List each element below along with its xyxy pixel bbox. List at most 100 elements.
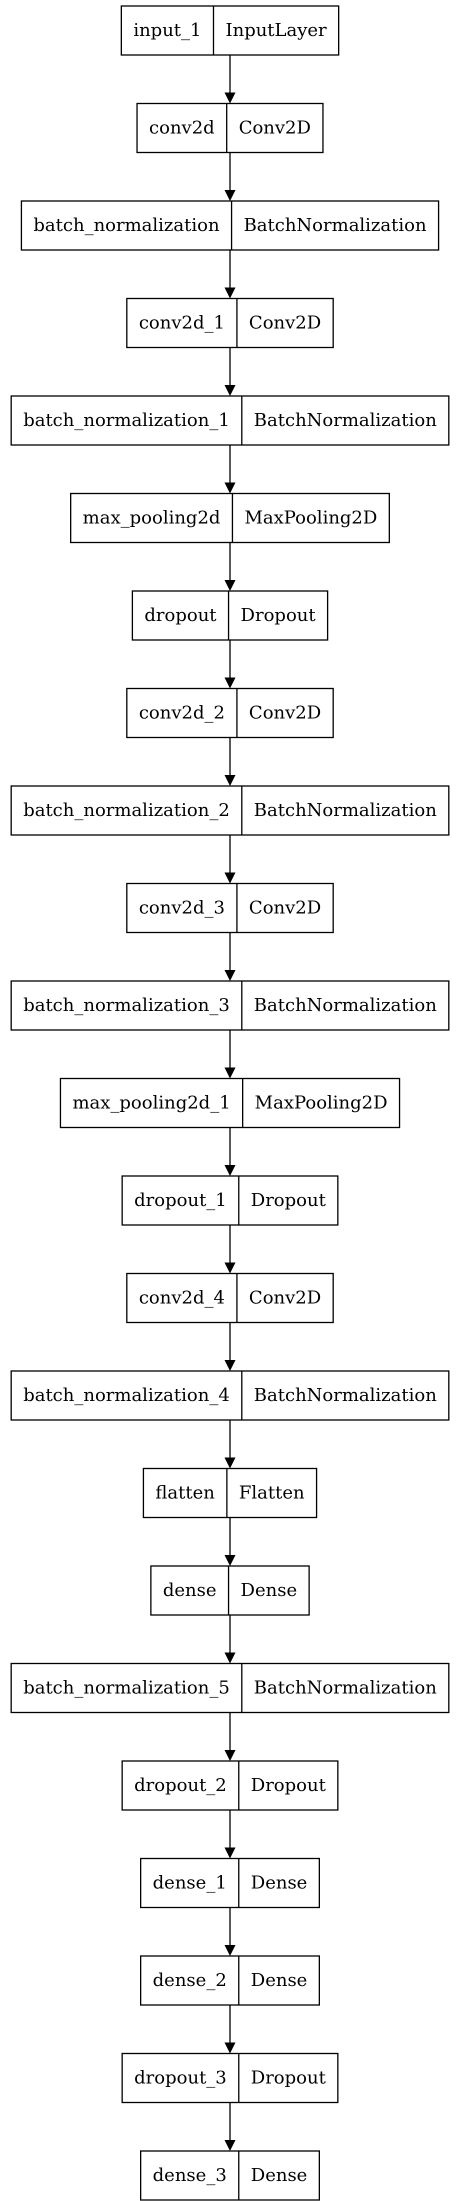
edge-arrow bbox=[224, 1127, 236, 1176]
edge-arrow bbox=[224, 1712, 236, 1761]
layer-node-box bbox=[10, 785, 450, 836]
layer-node-dense: dense Dense bbox=[150, 1565, 310, 1616]
arrowhead-icon bbox=[224, 2140, 236, 2151]
layer-node-box bbox=[10, 980, 450, 1031]
arrowhead-icon bbox=[224, 872, 236, 884]
layer-node-dense_1: dense_1 Dense bbox=[140, 1857, 320, 1909]
edge-arrow bbox=[224, 542, 236, 591]
edge-arrow bbox=[224, 2005, 236, 2054]
layer-node-box bbox=[140, 1955, 320, 2006]
arrowhead-icon bbox=[224, 92, 236, 104]
arrowhead-icon bbox=[224, 1165, 236, 1176]
arrowhead-icon bbox=[224, 1457, 236, 1469]
layer-type-label: BatchNormalization bbox=[254, 995, 437, 1016]
layer-node-dropout_2: dropout_2 Dropout bbox=[121, 1760, 339, 1811]
layer-node-conv2d_4: conv2d_4 Conv2D bbox=[126, 1272, 334, 1324]
layer-type-label: Conv2D bbox=[249, 313, 321, 334]
layer-type-label: Dense bbox=[241, 1580, 298, 1601]
layer-name-label: dense_1 bbox=[153, 1873, 227, 1894]
layer-type-label: Conv2D bbox=[249, 1288, 321, 1309]
layer-name-label: input_1 bbox=[133, 20, 201, 41]
layer-node-input_1: input_1 InputLayer bbox=[120, 5, 340, 56]
layer-node-conv2d: conv2d Conv2D bbox=[136, 102, 324, 154]
edge-arrow bbox=[224, 1225, 236, 1274]
layer-type-label: BatchNormalization bbox=[244, 215, 427, 236]
layer-node-conv2d_1: conv2d_1 Conv2D bbox=[126, 297, 334, 349]
edge-arrow bbox=[224, 2102, 236, 2151]
layer-name-label: dropout_1 bbox=[134, 1190, 227, 1211]
layer-name-label: dense bbox=[163, 1580, 217, 1601]
layer-node-box bbox=[121, 1175, 339, 1226]
layer-node-box bbox=[150, 1565, 310, 1616]
layer-name-label: dense_2 bbox=[153, 1970, 227, 1991]
layer-type-label: BatchNormalization bbox=[254, 1678, 437, 1699]
layer-node-box bbox=[126, 297, 334, 349]
layer-name-label: conv2d_1 bbox=[139, 313, 225, 334]
layer-name-label: conv2d_4 bbox=[139, 1288, 225, 1309]
arrowhead-icon bbox=[224, 1847, 236, 1859]
layer-type-label: Conv2D bbox=[239, 118, 311, 139]
layer-type-label: Dropout bbox=[241, 605, 317, 626]
edge-arrow bbox=[224, 1517, 236, 1566]
layer-node-box bbox=[140, 2150, 320, 2201]
edge-arrow bbox=[224, 737, 236, 786]
arrowhead-icon bbox=[224, 1652, 236, 1664]
edge-arrow bbox=[224, 932, 236, 981]
arrowhead-icon bbox=[224, 580, 236, 591]
edge-arrow bbox=[224, 55, 236, 104]
layer-type-label: Flatten bbox=[239, 1483, 305, 1504]
edge-arrow bbox=[224, 1907, 236, 1956]
layer-node-batch_normalization: batch_normalization BatchNormalization bbox=[20, 200, 440, 251]
layer-type-label: Dropout bbox=[251, 2068, 327, 2089]
arrowhead-icon bbox=[224, 775, 236, 786]
layer-type-label: Dense bbox=[251, 1873, 308, 1894]
layer-type-label: Dense bbox=[251, 2165, 308, 2186]
layer-node-dropout_1: dropout_1 Dropout bbox=[121, 1175, 339, 1226]
layer-name-label: batch_normalization_1 bbox=[23, 410, 230, 431]
edges-layer bbox=[224, 55, 236, 2151]
arrowhead-icon bbox=[224, 190, 236, 201]
layer-node-box bbox=[126, 1272, 334, 1324]
arrowhead-icon bbox=[224, 287, 236, 299]
arrowhead-icon bbox=[224, 2042, 236, 2054]
arrowhead-icon bbox=[224, 1945, 236, 1956]
layer-node-box bbox=[121, 2052, 339, 2104]
arrowhead-icon bbox=[224, 970, 236, 981]
layer-node-box bbox=[140, 1857, 320, 1909]
layer-type-label: InputLayer bbox=[225, 20, 327, 41]
layer-name-label: dropout_2 bbox=[134, 1775, 227, 1796]
layer-type-label: Dense bbox=[251, 1970, 308, 1991]
edge-arrow bbox=[224, 835, 236, 884]
layer-name-label: conv2d bbox=[149, 118, 215, 139]
edge-arrow bbox=[224, 640, 236, 689]
layer-name-label: dropout_3 bbox=[134, 2068, 227, 2089]
layer-type-label: BatchNormalization bbox=[254, 800, 437, 821]
layer-type-label: Dropout bbox=[251, 1190, 327, 1211]
layer-node-box bbox=[142, 1467, 318, 1519]
layer-type-label: Conv2D bbox=[249, 703, 321, 724]
arrowhead-icon bbox=[224, 677, 236, 689]
layer-node-box bbox=[126, 687, 334, 739]
layer-name-label: dense_3 bbox=[153, 2165, 227, 2186]
layer-name-label: flatten bbox=[155, 1483, 215, 1504]
edge-arrow bbox=[224, 445, 236, 494]
arrowhead-icon bbox=[224, 385, 236, 396]
layer-name-label: conv2d_3 bbox=[139, 898, 225, 919]
layer-node-box bbox=[70, 492, 390, 544]
layer-node-dense_3: dense_3 Dense bbox=[140, 2150, 320, 2201]
layer-type-label: Dropout bbox=[251, 1775, 327, 1796]
layer-node-dropout_3: dropout_3 Dropout bbox=[121, 2052, 339, 2104]
layer-name-label: batch_normalization bbox=[33, 215, 220, 236]
arrowhead-icon bbox=[224, 1750, 236, 1761]
layer-node-box bbox=[131, 590, 329, 641]
edge-arrow bbox=[224, 347, 236, 396]
